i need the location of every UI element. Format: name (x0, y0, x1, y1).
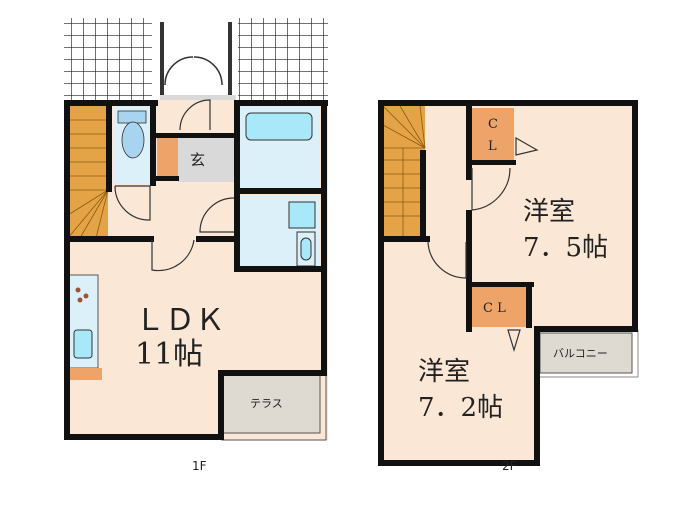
closet-bottom (472, 287, 528, 327)
terrace (221, 374, 321, 434)
balcony-label: バルコニー (553, 347, 608, 360)
shoe-closet (157, 138, 178, 178)
room-a-size: 7．5帖 (523, 233, 608, 263)
ldk-size: 11帖 (135, 337, 203, 372)
closet-bottom-label: C L (483, 301, 506, 316)
room-a-name: 洋室 (523, 197, 575, 227)
room-b-size: 7．2帖 (418, 393, 503, 423)
floor-2f: C CL L C L バルコニー (378, 100, 639, 473)
genkan-label: 玄 (190, 151, 205, 169)
walls-2f (378, 100, 638, 466)
ldk-name: ＬＤＫ (135, 303, 225, 338)
closet-top-door (515, 136, 539, 156)
room-b-door (427, 241, 467, 279)
closet-top-c: C (488, 117, 498, 132)
washing-machine-icon (288, 201, 316, 229)
room-b-name: 洋室 (418, 357, 470, 387)
washroom-door (199, 197, 235, 233)
room-a-door (471, 167, 511, 211)
genkan-door (179, 99, 211, 131)
toilet-tank-icon (117, 110, 147, 124)
terrace-label: テラス (250, 397, 283, 410)
porch-door (164, 56, 223, 86)
floor-1f: 玄 テラス (64, 18, 328, 473)
toilet-icon (121, 121, 145, 159)
toilet-door (114, 185, 151, 221)
closet-top (472, 108, 514, 162)
genkan (178, 138, 236, 182)
balcony (539, 332, 633, 374)
closet-bottom-door (507, 329, 521, 353)
entrance-porch (152, 18, 238, 102)
ldk-door (151, 239, 195, 272)
stairs-2f (383, 106, 425, 238)
bathtub-icon (245, 112, 313, 141)
floor-label-1f: 1F (192, 459, 207, 473)
walls-1f (64, 100, 328, 440)
stairs-1f (68, 106, 108, 238)
closet-top-l: L (488, 139, 497, 154)
kitchen-sink-icon (73, 329, 93, 359)
floor-label-2f: 2F (502, 459, 517, 473)
